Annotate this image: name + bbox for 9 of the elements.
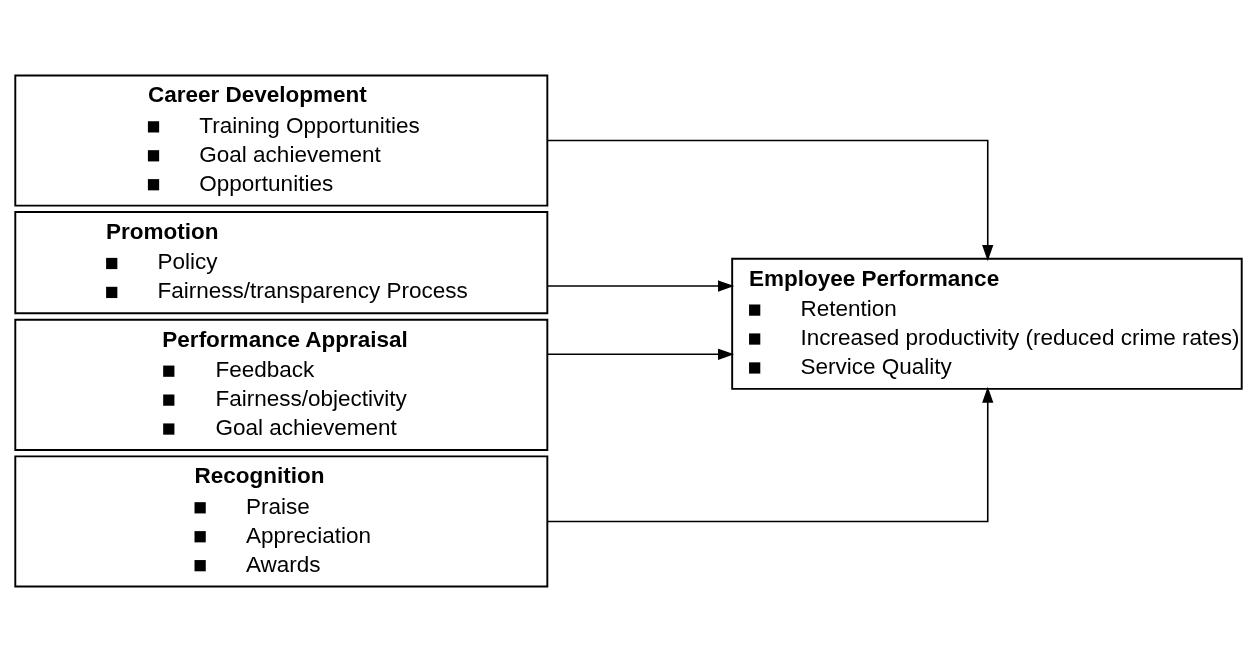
node-box: Recognition Praise Appreciation Awards: [14, 454, 549, 588]
node-box: Performance Appraisal Feedback Fairness/objectivity Goal achievement: [14, 318, 549, 451]
node-box: Employee Performance Retention Increased productivity (reduced crime rates) Service Quality: [731, 257, 1243, 390]
node-box: Career Development Training Opportunities Goal achievement Opportunities: [14, 73, 549, 207]
arrow: [546, 348, 735, 360]
node-box: Promotion Policy Fairness/transparency Process: [14, 210, 549, 314]
arrow: [546, 139, 994, 261]
arrow: [546, 279, 735, 292]
arrow: [546, 386, 994, 522]
